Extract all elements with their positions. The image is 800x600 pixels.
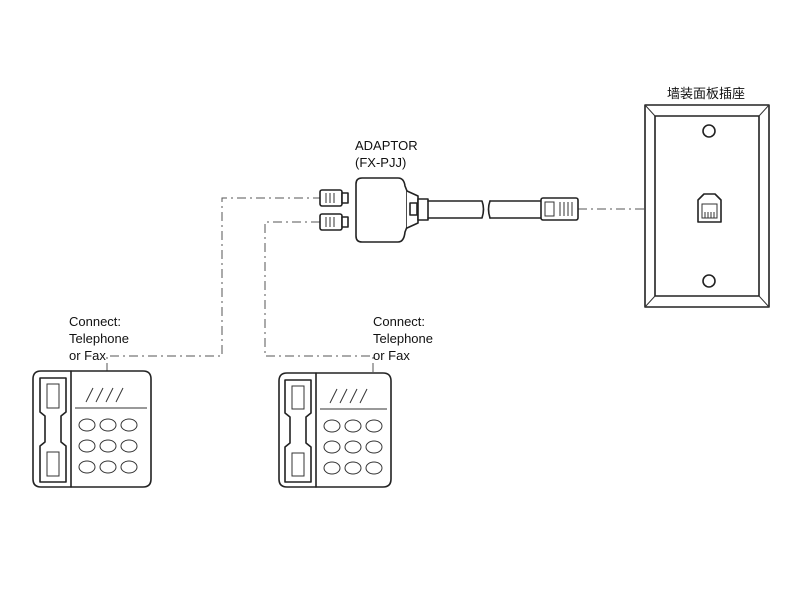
rj-plug-bottom	[319, 213, 349, 231]
screw-top	[702, 124, 716, 138]
phone1-line	[106, 197, 320, 372]
rj11-plug	[540, 197, 579, 221]
wall-plate	[644, 104, 770, 308]
phone2-label-line3: or Fax	[373, 348, 410, 363]
keypad-2	[323, 419, 383, 475]
phone1-label-line3: or Fax	[69, 348, 106, 363]
wall-plate-label: 墙装面板插座	[667, 87, 746, 102]
screw-bottom	[702, 274, 716, 288]
telephone-2	[278, 372, 392, 488]
phone1-label-line1: Connect:	[69, 314, 122, 329]
phone2-label: Connect: Telephone or Fax	[373, 313, 433, 364]
phone1-label-line2: Telephone	[69, 331, 129, 346]
handset-1	[39, 377, 67, 483]
phone2-label-line1: Connect:	[373, 314, 426, 329]
adaptor	[355, 177, 429, 243]
adaptor-label-line1: ADAPTOR	[355, 138, 418, 153]
adaptor-label: ADAPTOR (FX-PJJ)	[355, 137, 418, 171]
cable	[427, 200, 543, 219]
wall-jack	[697, 193, 722, 223]
phone2-line	[264, 221, 374, 372]
phone2-label-line2: Telephone	[373, 331, 433, 346]
phone1-label: Connect: Telephone or Fax	[69, 313, 129, 364]
rj-plug-top	[319, 189, 349, 207]
telephone-1	[32, 370, 152, 488]
handset-2	[284, 379, 312, 483]
keypad-1	[78, 418, 138, 474]
adaptor-label-line2: (FX-PJJ)	[355, 155, 407, 170]
